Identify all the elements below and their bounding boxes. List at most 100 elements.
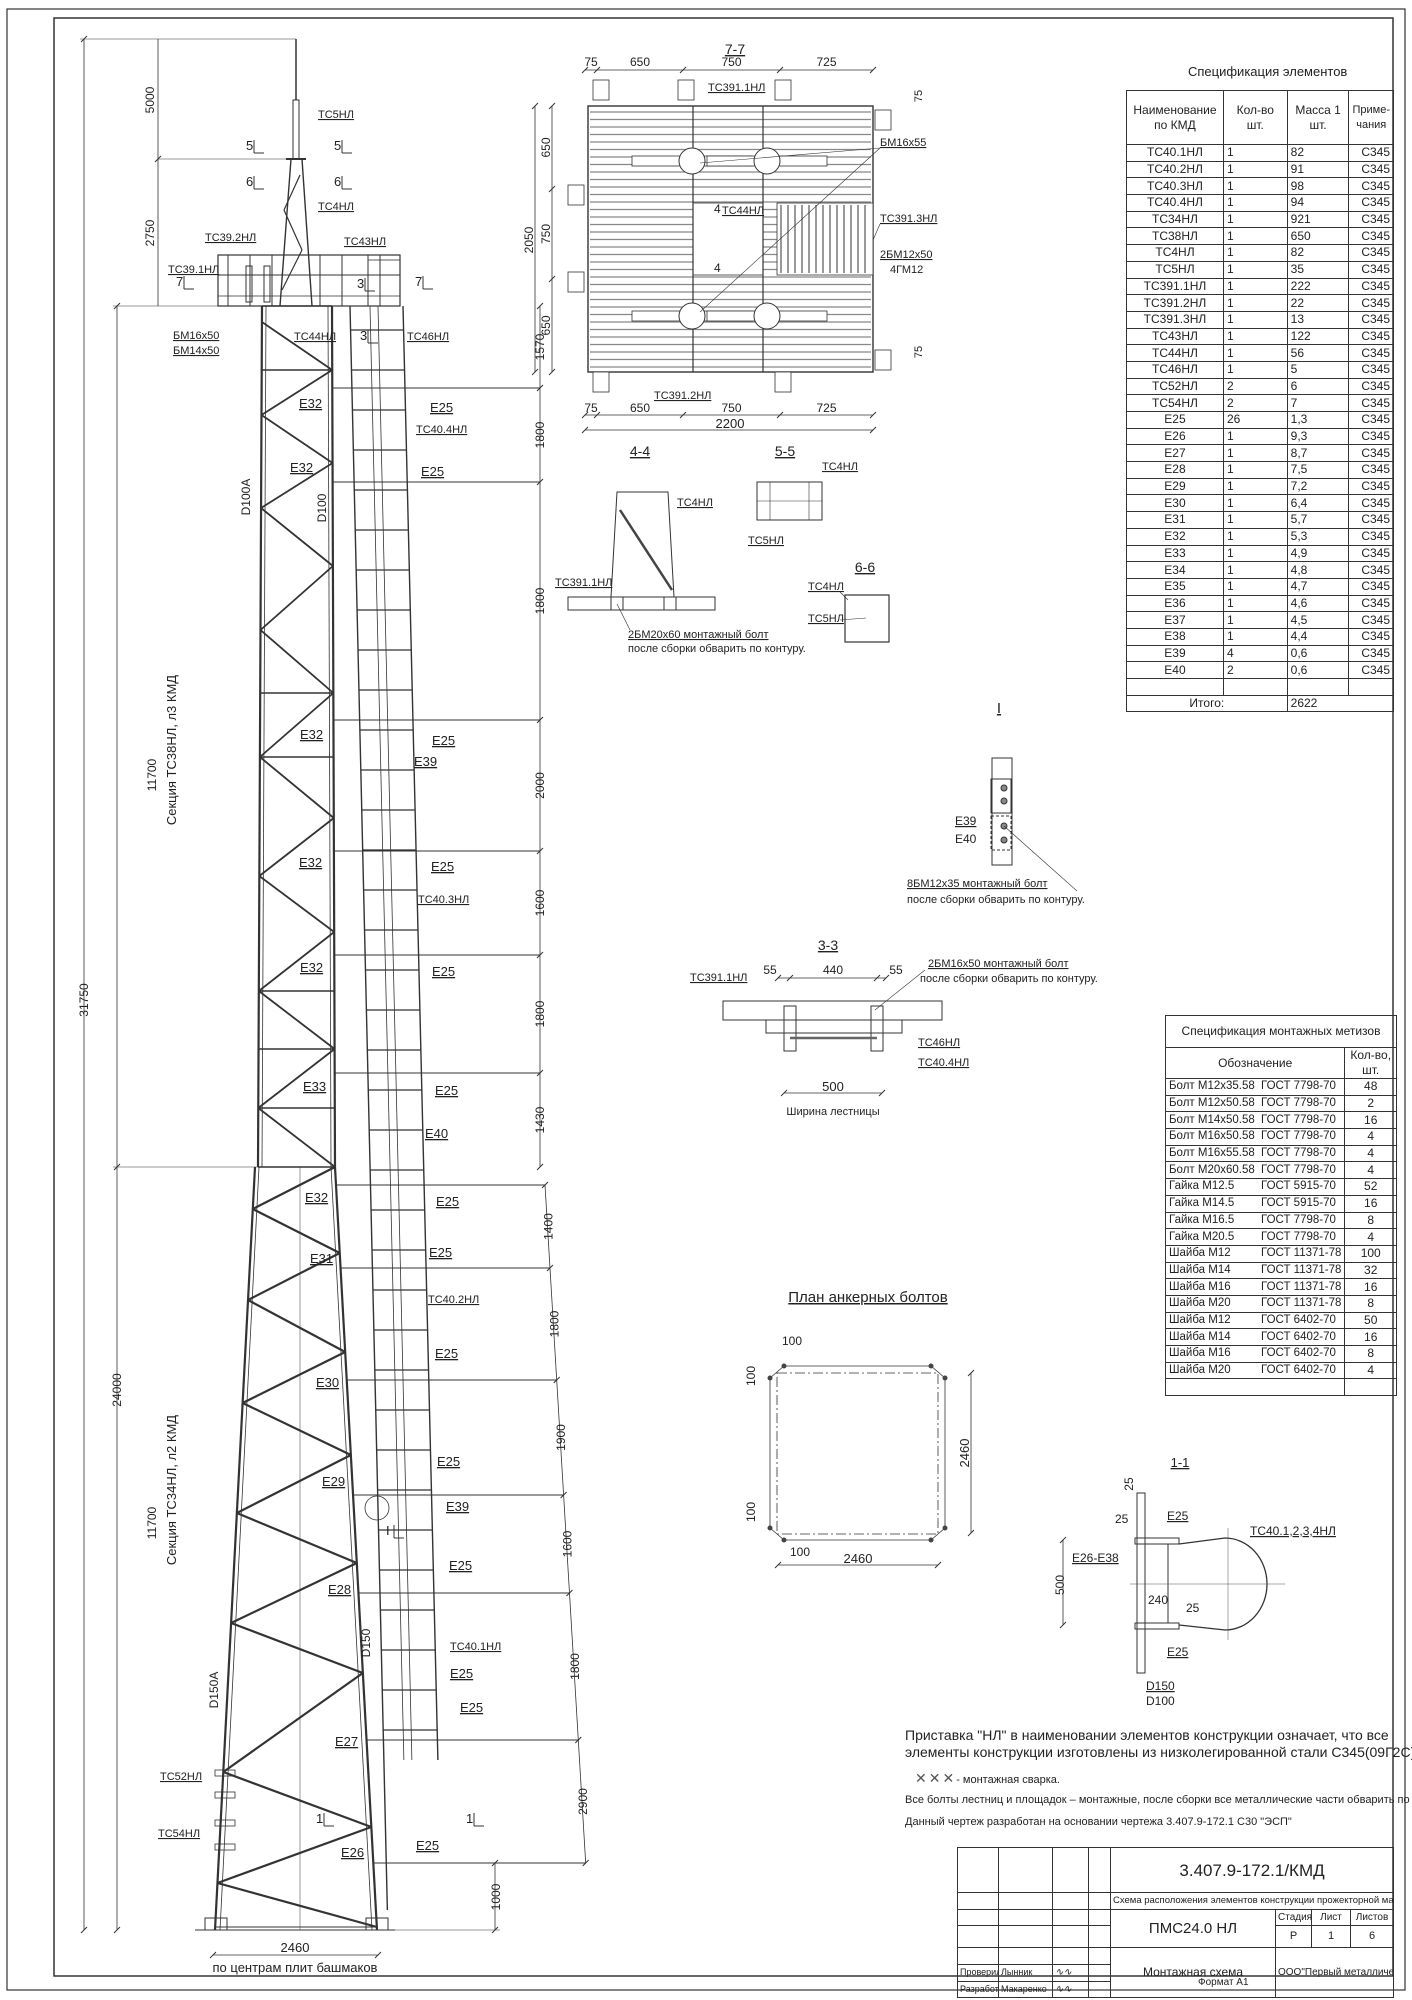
leader-line [874,969,926,1011]
hardware-standard: ГОСТ 11371-78 [1261,1297,1342,1310]
spec-elements-title: Спецификация элементов [1188,64,1348,79]
hardware-standard: ГОСТ 6402-70 [1261,1313,1336,1326]
section-1-1-label: D150 [1146,1679,1175,1693]
dim-value: 75 [584,401,598,415]
tower-label: Е25 [435,1083,458,1098]
dim-value: 55 [889,963,903,977]
tower-label: Е25 [432,733,455,748]
dimension-tick [967,1369,975,1377]
spec-cell: С345 [1348,277,1394,296]
splice-plate [990,778,1012,814]
object-name: ПМС24.0 НЛ [1110,1908,1276,1949]
stiffener-plate [214,1819,236,1827]
dim-value: 100 [790,1545,810,1559]
tower-diagonal-brace [259,756,335,819]
spec-cell: 7,5 [1286,461,1350,479]
tower-label: Е32 [290,460,313,475]
tower-leg-right-inner [327,305,332,1168]
tower-label: Е39 [446,1499,469,1514]
tower-label: Е25 [449,1558,472,1573]
tower-label: ТС40.4НЛ [416,424,467,436]
cut-mark-4: 4 [714,202,721,216]
leader-line [872,223,881,241]
tower-label: Е25 [450,1666,473,1681]
spec-cell: 4,7 [1286,577,1350,596]
dim-value: 750 [721,401,741,415]
column-brace [618,509,674,591]
tower-label: БМ14х50 [173,345,219,357]
tower-diagonal-brace [260,507,334,567]
dimension-tick [593,66,601,74]
hardware-standard: ГОСТ 6402-70 [1261,1364,1336,1377]
dim-chain-value: 2000 [533,772,547,799]
anchor-bolt-icon [781,1363,787,1369]
tower-label: Е32 [300,727,323,742]
spec-cell: С345 [1348,310,1394,329]
tower-label: Е25 [431,859,454,874]
bolt-plate [874,349,892,371]
hardware-standard: ГОСТ 7798-70 [1261,1080,1336,1093]
mast-section-square [844,594,890,643]
stiffener-plate [214,1843,236,1851]
bracket-plate-bottom [1134,1622,1180,1630]
dimension-tick [531,102,539,110]
sheet-format: Формат А1 [1198,1977,1249,1988]
tower-label: Е25 [436,1194,459,1209]
spec-cell: 8,7 [1286,444,1350,463]
spec-cell: 4 [1222,644,1288,663]
spec-cell: ТС40.1НЛ [1126,144,1224,162]
dimension-tick [548,275,556,283]
bolt-icon [1000,836,1008,844]
mast-leg-circle [753,147,781,175]
anchor-bolt-icon [942,1525,948,1531]
note-line-1: Приставка "НЛ" в наименовании элементов … [905,1727,1389,1743]
dim-value: 650 [539,315,553,335]
detail-label: Е39 [955,814,977,828]
tower-diagonal-brace [230,1621,364,1675]
dim-value: 650 [630,401,650,415]
spec-cell: Е29 [1126,477,1224,496]
spec-cell: 650 [1286,227,1350,246]
dimension-tick [209,1951,217,1959]
tower-diagonal-brace [259,692,334,758]
spec-cell: 6 [1286,377,1350,396]
anchor-bolt-icon [942,1375,948,1381]
spec-cell: 1 [1222,594,1288,613]
spec-cell: С345 [1348,427,1394,446]
spec-cell: 0,6 [1286,661,1350,679]
spec-cell: 1 [1222,477,1288,496]
dim-11700-upper: 11700 [145,758,159,791]
dim-value: 750 [539,224,553,244]
spec-cell: С345 [1348,327,1394,346]
dimension-tick [786,974,794,982]
spec-cell: ТС40.2НЛ [1126,160,1224,179]
tower-label: ТС5НЛ [318,109,354,121]
spec-cell: 98 [1286,177,1350,196]
section-cut-mark: 3 [360,328,367,343]
dimension-tick [869,411,877,419]
spec-cell: С345 [1348,594,1394,613]
dim-value: 725 [816,401,836,415]
tower-label: Е28 [328,1582,351,1597]
dim-total-2200: 2200 [716,416,745,431]
spec-cell: 222 [1286,277,1350,296]
section-cut-mark: 5 [334,138,341,153]
spec-cell: С345 [1348,661,1394,679]
inner-frame [53,17,1394,1977]
spec-cell: ТС46НЛ [1126,360,1224,379]
tower-diagonal-brace [222,1672,364,1773]
tower-label: ТС44НЛ [294,331,336,343]
